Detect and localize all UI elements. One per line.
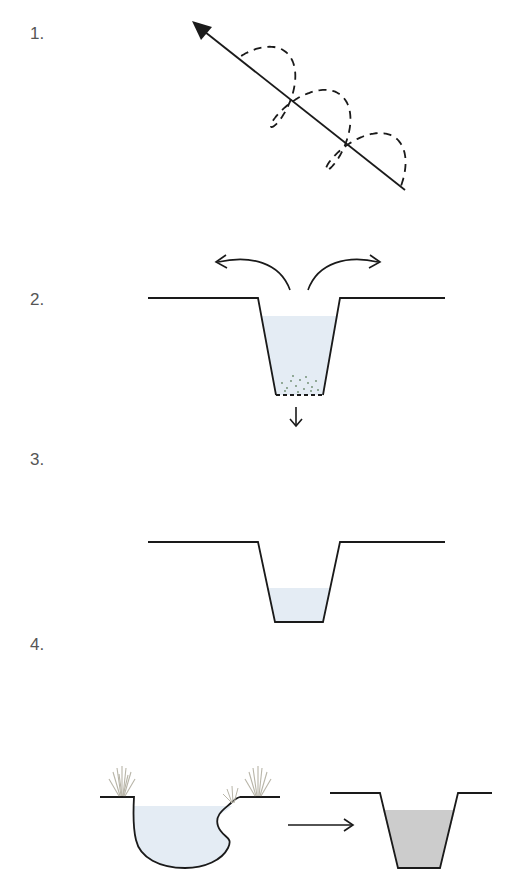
trench-wall: [148, 298, 276, 395]
trench-outline: [330, 793, 492, 868]
trench-wall: [323, 298, 445, 395]
helix-arrow: [192, 21, 406, 190]
callout-number: 1.: [30, 24, 44, 44]
water: [261, 316, 338, 395]
grass-tuft: [109, 766, 135, 796]
pond-to-trench: [100, 766, 492, 868]
callout-number: 3.: [30, 450, 44, 470]
trench-outline: [148, 542, 445, 622]
fill: [383, 810, 455, 868]
arrow-head: [369, 255, 380, 268]
sediment: [281, 375, 319, 393]
arrow-head: [290, 419, 302, 426]
pond-outline: [100, 797, 280, 868]
grass-tuft: [245, 766, 271, 796]
arrow-head: [216, 255, 227, 268]
transform-arrow: [288, 824, 352, 826]
infiltration-arrow: [295, 407, 297, 425]
evaporation-arrow: [218, 259, 290, 290]
arrow-head: [192, 21, 212, 40]
grass-tuft: [223, 786, 238, 803]
permeable-bottom: [276, 394, 323, 396]
arrow-head: [344, 819, 353, 831]
callout-number: 2.: [30, 290, 44, 310]
arrow-shaft: [200, 28, 405, 190]
water: [267, 588, 331, 622]
evaporation-arrow: [308, 259, 378, 290]
helix-path: [238, 47, 405, 186]
callout-number: 4.: [30, 635, 44, 655]
trench: [148, 542, 445, 622]
infiltration-trench: [148, 255, 445, 426]
